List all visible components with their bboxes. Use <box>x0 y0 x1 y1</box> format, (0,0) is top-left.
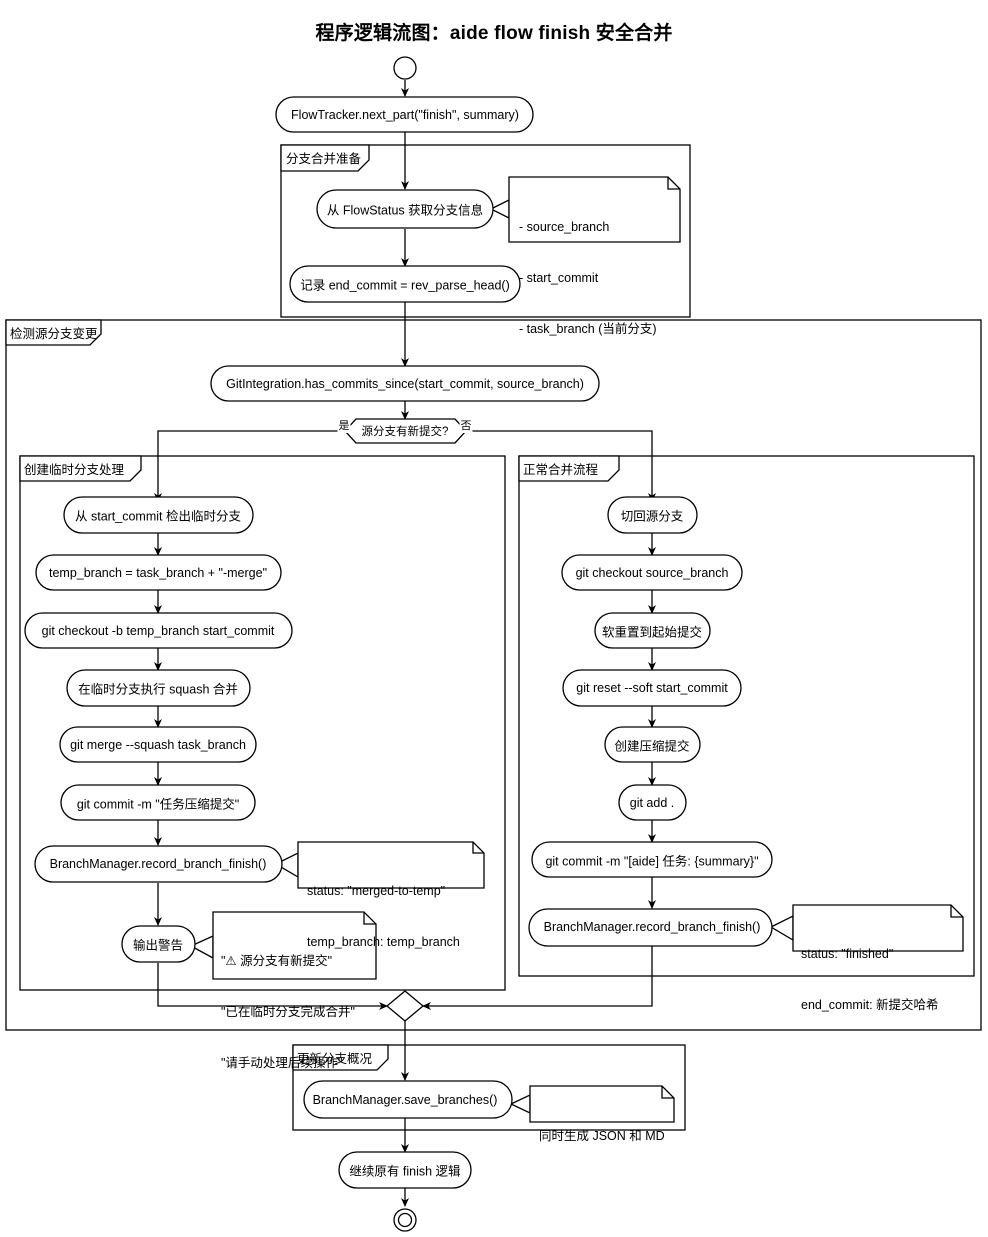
note-warning <box>212 911 377 980</box>
note-text-save-branches: 同时生成 JSON 和 MD <box>539 1094 665 1179</box>
edge-label-yes: 是 <box>337 417 351 433</box>
node-decision <box>344 418 467 444</box>
node-left-6 <box>60 784 256 821</box>
note-finished-fold <box>950 905 963 918</box>
frame-update-tab <box>292 1044 389 1071</box>
node-right-1 <box>607 496 698 534</box>
note-leader-save <box>509 1093 531 1115</box>
node-left-5 <box>59 726 257 763</box>
node-right-6 <box>618 784 687 821</box>
frame-label-prepare: 分支合并准备 <box>286 152 362 166</box>
frame-detect-tab <box>5 319 102 346</box>
note-warning-fold <box>363 912 376 925</box>
edge-decision-no <box>466 430 656 502</box>
node-right-5 <box>604 726 701 763</box>
note-leader-finished <box>769 914 794 942</box>
page-title: 程序逻辑流图：aide flow finish 安全合并 <box>315 23 673 44</box>
node-right-3 <box>594 612 711 649</box>
note-line: "⚠ 源分支有新提交" <box>221 954 333 968</box>
frame-label-temp-branch: 创建临时分支处理 <box>24 463 125 477</box>
note-branch-info <box>508 176 681 243</box>
node-merge-diamond <box>385 990 425 1022</box>
frame-temp <box>19 455 506 991</box>
frame-normal-tab <box>518 455 620 482</box>
note-line: - source_branch <box>519 220 610 234</box>
note-text-warning: "⚠ 源分支有新提交" "已在临时分支完成合并" "请手动处理后续操作" <box>221 919 355 1106</box>
note-line: - task_branch (当前分支) <box>519 322 657 336</box>
note-line: status: "merged-to-temp" <box>307 884 446 898</box>
frame-label-normal-merge: 正常合并流程 <box>523 463 599 477</box>
note-merged-to-temp <box>297 841 485 889</box>
node-left-7 <box>34 845 283 883</box>
frame-label-update-overview: 更新分支概况 <box>297 1052 373 1066</box>
node-flow-tracker <box>275 96 534 133</box>
node-get-branch-info <box>316 189 494 229</box>
note-line: temp_branch: temp_branch <box>307 935 460 949</box>
frame-label-detect: 检测源分支变更 <box>10 327 98 341</box>
node-right-8 <box>528 908 773 947</box>
note-finished <box>792 904 964 952</box>
node-left-8 <box>121 925 196 963</box>
note-line: "请手动处理后续操作" <box>221 1056 343 1070</box>
end-circle-inner <box>397 1212 413 1228</box>
note-save-branches-fold <box>661 1086 674 1099</box>
frame-prepare-tab <box>280 144 370 172</box>
node-record-end-commit <box>289 265 521 303</box>
node-left-1 <box>63 496 254 534</box>
note-text-merged-to-temp: status: "merged-to-temp" temp_branch: te… <box>307 849 460 985</box>
edge-right8-merge <box>422 946 653 1010</box>
node-left-2 <box>35 554 282 591</box>
note-merged-to-temp-fold <box>472 842 484 854</box>
note-branch-info-fold <box>667 177 680 190</box>
edge-left8-merge <box>157 963 388 1010</box>
note-save-branches <box>529 1085 675 1123</box>
node-left-3 <box>24 612 293 649</box>
node-left-4 <box>66 669 251 707</box>
note-line: end_commit: 新提交哈希 <box>801 998 939 1012</box>
note-line: status: "finished" <box>801 947 894 961</box>
note-line: - start_commit <box>519 271 599 285</box>
note-text-branch-info: - source_branch - start_commit - task_br… <box>519 185 657 372</box>
frame-detect <box>5 319 982 1031</box>
frame-temp-tab <box>19 455 142 482</box>
node-continue-finish <box>338 1151 472 1189</box>
edge-decision-yes <box>154 430 345 502</box>
node-right-7 <box>531 841 773 878</box>
node-right-2 <box>561 554 743 591</box>
frame-normal <box>518 455 975 977</box>
start-circle <box>393 56 417 80</box>
note-line: 同时生成 JSON 和 MD <box>539 1129 665 1143</box>
note-text-finished: status: "finished" end_commit: 新提交哈希 <box>801 912 939 1048</box>
node-right-4 <box>562 669 742 707</box>
frame-update <box>292 1044 686 1131</box>
edge-label-no: 否 <box>459 417 473 433</box>
note-line: "已在临时分支完成合并" <box>221 1005 355 1019</box>
node-save-branches <box>303 1080 513 1119</box>
node-has-commits-since <box>210 365 600 402</box>
